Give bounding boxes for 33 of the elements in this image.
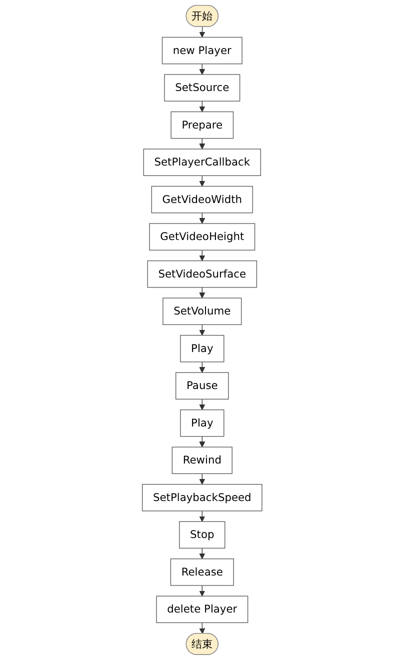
arrow — [200, 436, 206, 448]
node-box: SetVolume — [162, 298, 242, 325]
arrow — [200, 324, 206, 336]
node-box: Pause — [176, 372, 230, 400]
arrow — [200, 585, 206, 596]
arrow — [200, 212, 206, 224]
arrow — [200, 510, 206, 522]
arrow — [200, 398, 206, 410]
node-box: SetSource — [164, 74, 240, 102]
arrow — [200, 64, 206, 75]
node-box: SetPlayerCallback — [144, 148, 262, 176]
arrow — [200, 362, 206, 373]
node-box: Rewind — [172, 446, 233, 474]
arrow — [200, 473, 206, 485]
arrow — [200, 287, 206, 298]
node-box: Stop — [179, 521, 226, 549]
node-box: GetVideoHeight — [150, 223, 256, 250]
node-box: SetVideoSurface — [148, 260, 258, 288]
arrow — [200, 100, 206, 112]
arrow — [200, 175, 206, 187]
node-box: Play — [180, 409, 225, 437]
node-box: Play — [180, 334, 225, 362]
node-box: delete Player — [156, 596, 248, 624]
arrow — [200, 26, 206, 38]
node-box: Release — [170, 558, 234, 586]
node-box: new Player — [162, 36, 243, 64]
arrow — [200, 250, 206, 262]
arrow — [200, 138, 206, 150]
arrow — [200, 548, 206, 560]
node-box: GetVideoWidth — [152, 186, 254, 214]
node-box: SetPlaybackSpeed — [142, 484, 263, 512]
node-box: Prepare — [171, 111, 234, 139]
arrow — [200, 622, 206, 634]
